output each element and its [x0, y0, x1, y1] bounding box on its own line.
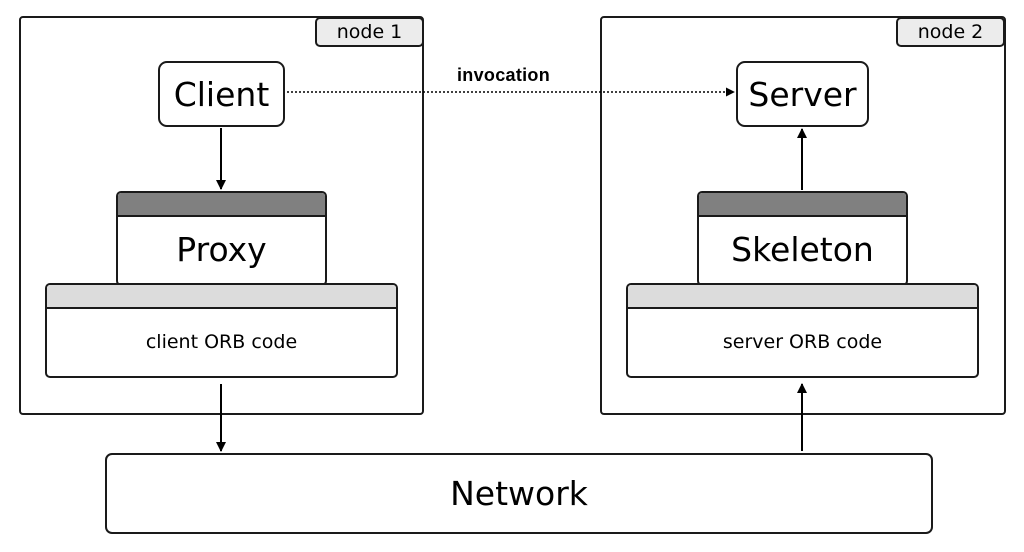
client-box: Client — [158, 61, 285, 127]
client-orb-header-bar — [47, 285, 396, 309]
proxy-label: Proxy — [176, 230, 267, 269]
node-2-tag: node 2 — [896, 17, 1005, 47]
client-orb-label: client ORB code — [145, 330, 298, 353]
server-orb-layer: server ORB code — [626, 283, 979, 378]
server-orb-header-bar — [628, 285, 977, 309]
invocation-label: invocation — [457, 65, 551, 85]
proxy-header-bar — [118, 193, 325, 217]
network-box: Network — [105, 453, 933, 534]
client-orb-layer: client ORB code — [45, 283, 398, 378]
server-orb-label: server ORB code — [722, 330, 883, 353]
skeleton-header-bar — [699, 193, 906, 217]
skeleton-stub: Skeleton — [697, 191, 908, 286]
node-1-tag: node 1 — [315, 17, 424, 47]
skeleton-label: Skeleton — [731, 230, 874, 269]
proxy-stub: Proxy — [116, 191, 327, 286]
server-box: Server — [736, 61, 869, 127]
